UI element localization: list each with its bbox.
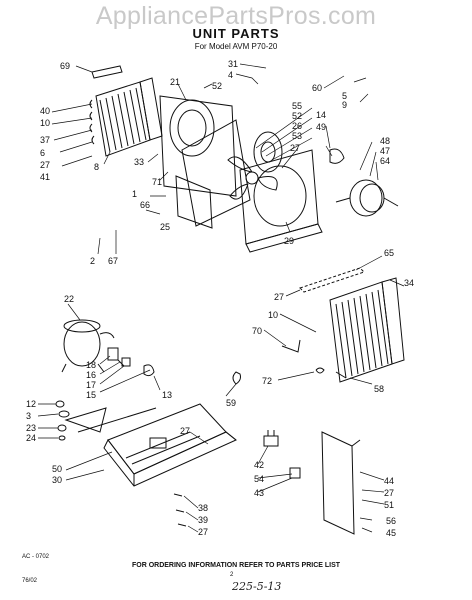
orifice-panel bbox=[239, 149, 323, 253]
bracket-strip bbox=[299, 267, 365, 293]
diagram-code: AC - 0702 bbox=[22, 554, 50, 560]
leader-lines bbox=[37, 63, 405, 533]
evaporator-coil bbox=[329, 277, 405, 383]
fan-blade bbox=[227, 156, 278, 200]
part-label: 51 bbox=[384, 500, 394, 510]
part-label: 65 bbox=[384, 248, 394, 258]
fan-motor bbox=[329, 148, 399, 217]
part-label: 47 bbox=[380, 146, 390, 156]
part-label: 23 bbox=[26, 423, 36, 433]
model-subtitle: For Model AVM P70-20 bbox=[194, 42, 278, 51]
part-label: 52 bbox=[212, 81, 222, 91]
part-label: 37 bbox=[40, 135, 50, 145]
part-label: 58 bbox=[374, 384, 384, 394]
part-label: 12 bbox=[26, 399, 36, 409]
part-label: 27 bbox=[290, 143, 300, 153]
part-label: 45 bbox=[386, 528, 396, 538]
part-label: 64 bbox=[380, 156, 390, 166]
part-label: 72 bbox=[262, 376, 272, 386]
part-label: 4 bbox=[228, 70, 233, 80]
part-label: 26 bbox=[292, 121, 302, 131]
part-label: 66 bbox=[140, 200, 150, 210]
part-label: 25 bbox=[160, 222, 170, 232]
part-label: 27 bbox=[384, 488, 394, 498]
part-label: 1 bbox=[132, 189, 137, 199]
part-label: 59 bbox=[226, 398, 236, 408]
part-label: 27 bbox=[274, 292, 284, 302]
fan-shroud bbox=[159, 95, 251, 229]
clip bbox=[232, 371, 241, 385]
part-label: 52 bbox=[292, 111, 302, 121]
part-label: 43 bbox=[254, 488, 264, 498]
base-pan bbox=[103, 403, 237, 487]
part-label: 33 bbox=[134, 157, 144, 167]
handwritten-note: 225-5-13 bbox=[232, 580, 282, 593]
part-label: 49 bbox=[316, 122, 326, 132]
part-label: 40 bbox=[40, 106, 50, 116]
part-label: 21 bbox=[170, 77, 180, 87]
part-label: 14 bbox=[316, 110, 326, 120]
diagram-title: UNIT PARTS bbox=[192, 26, 280, 41]
part-label: 56 bbox=[386, 516, 396, 526]
part-label: 27 bbox=[40, 160, 50, 170]
part-label: 10 bbox=[40, 118, 50, 128]
part-label: 29 bbox=[284, 236, 294, 246]
part-label: 17 bbox=[86, 380, 96, 390]
sheet-number: 2 bbox=[230, 572, 234, 578]
part-label: 6 bbox=[40, 148, 45, 158]
rail bbox=[77, 407, 157, 433]
part-label: 15 bbox=[86, 390, 96, 400]
part-label: 44 bbox=[384, 476, 394, 486]
part-label: 70 bbox=[252, 326, 262, 336]
fittings bbox=[315, 367, 347, 379]
condenser-coil-left bbox=[89, 77, 163, 157]
part-label: 9 bbox=[342, 100, 347, 110]
part-label: 27 bbox=[180, 426, 190, 436]
isolators bbox=[55, 400, 107, 441]
part-label: 30 bbox=[52, 475, 62, 485]
connector bbox=[263, 430, 301, 479]
part-label: 5 bbox=[342, 91, 347, 101]
part-label: 67 bbox=[108, 256, 118, 266]
part-label: 42 bbox=[254, 460, 264, 470]
part-label: 53 bbox=[292, 131, 302, 141]
ordering-footer: FOR ORDERING INFORMATION REFER TO PARTS … bbox=[131, 562, 341, 569]
part-label: 50 bbox=[52, 464, 62, 474]
part-label: 10 bbox=[268, 310, 278, 320]
part-strip bbox=[91, 65, 123, 79]
part-label: 71 bbox=[152, 177, 162, 187]
page-number: 76/02 bbox=[22, 578, 38, 584]
drain-tube bbox=[281, 339, 301, 353]
part-label: 3 bbox=[26, 411, 31, 421]
part-label: 8 bbox=[94, 162, 99, 172]
part-label: 54 bbox=[254, 474, 264, 484]
part-label: 31 bbox=[228, 59, 238, 69]
control-bracket bbox=[321, 431, 361, 535]
part-label: 18 bbox=[86, 360, 96, 370]
watermark: AppliancePartsPros.com bbox=[95, 2, 377, 30]
part-label: 34 bbox=[404, 278, 414, 288]
screws bbox=[173, 493, 187, 527]
part-label: 48 bbox=[380, 136, 390, 146]
part-label: 2 bbox=[90, 256, 95, 266]
part-label: 38 bbox=[198, 503, 208, 513]
part-label: 69 bbox=[60, 61, 70, 71]
part-label: 22 bbox=[64, 294, 74, 304]
compressor bbox=[61, 319, 115, 373]
part-labels: 69 31 4 52 21 60 5 9 40 10 37 6 27 33 7 … bbox=[26, 59, 414, 538]
part-label: 39 bbox=[198, 515, 208, 525]
relay-assembly bbox=[107, 347, 155, 377]
part-label: 60 bbox=[312, 83, 322, 93]
part-label: 16 bbox=[86, 370, 96, 380]
part-label: 41 bbox=[40, 172, 50, 182]
part-label: 27 bbox=[198, 527, 208, 537]
part-label: 55 bbox=[292, 101, 302, 111]
part-label: 24 bbox=[26, 433, 36, 443]
part-label: 13 bbox=[162, 390, 172, 400]
